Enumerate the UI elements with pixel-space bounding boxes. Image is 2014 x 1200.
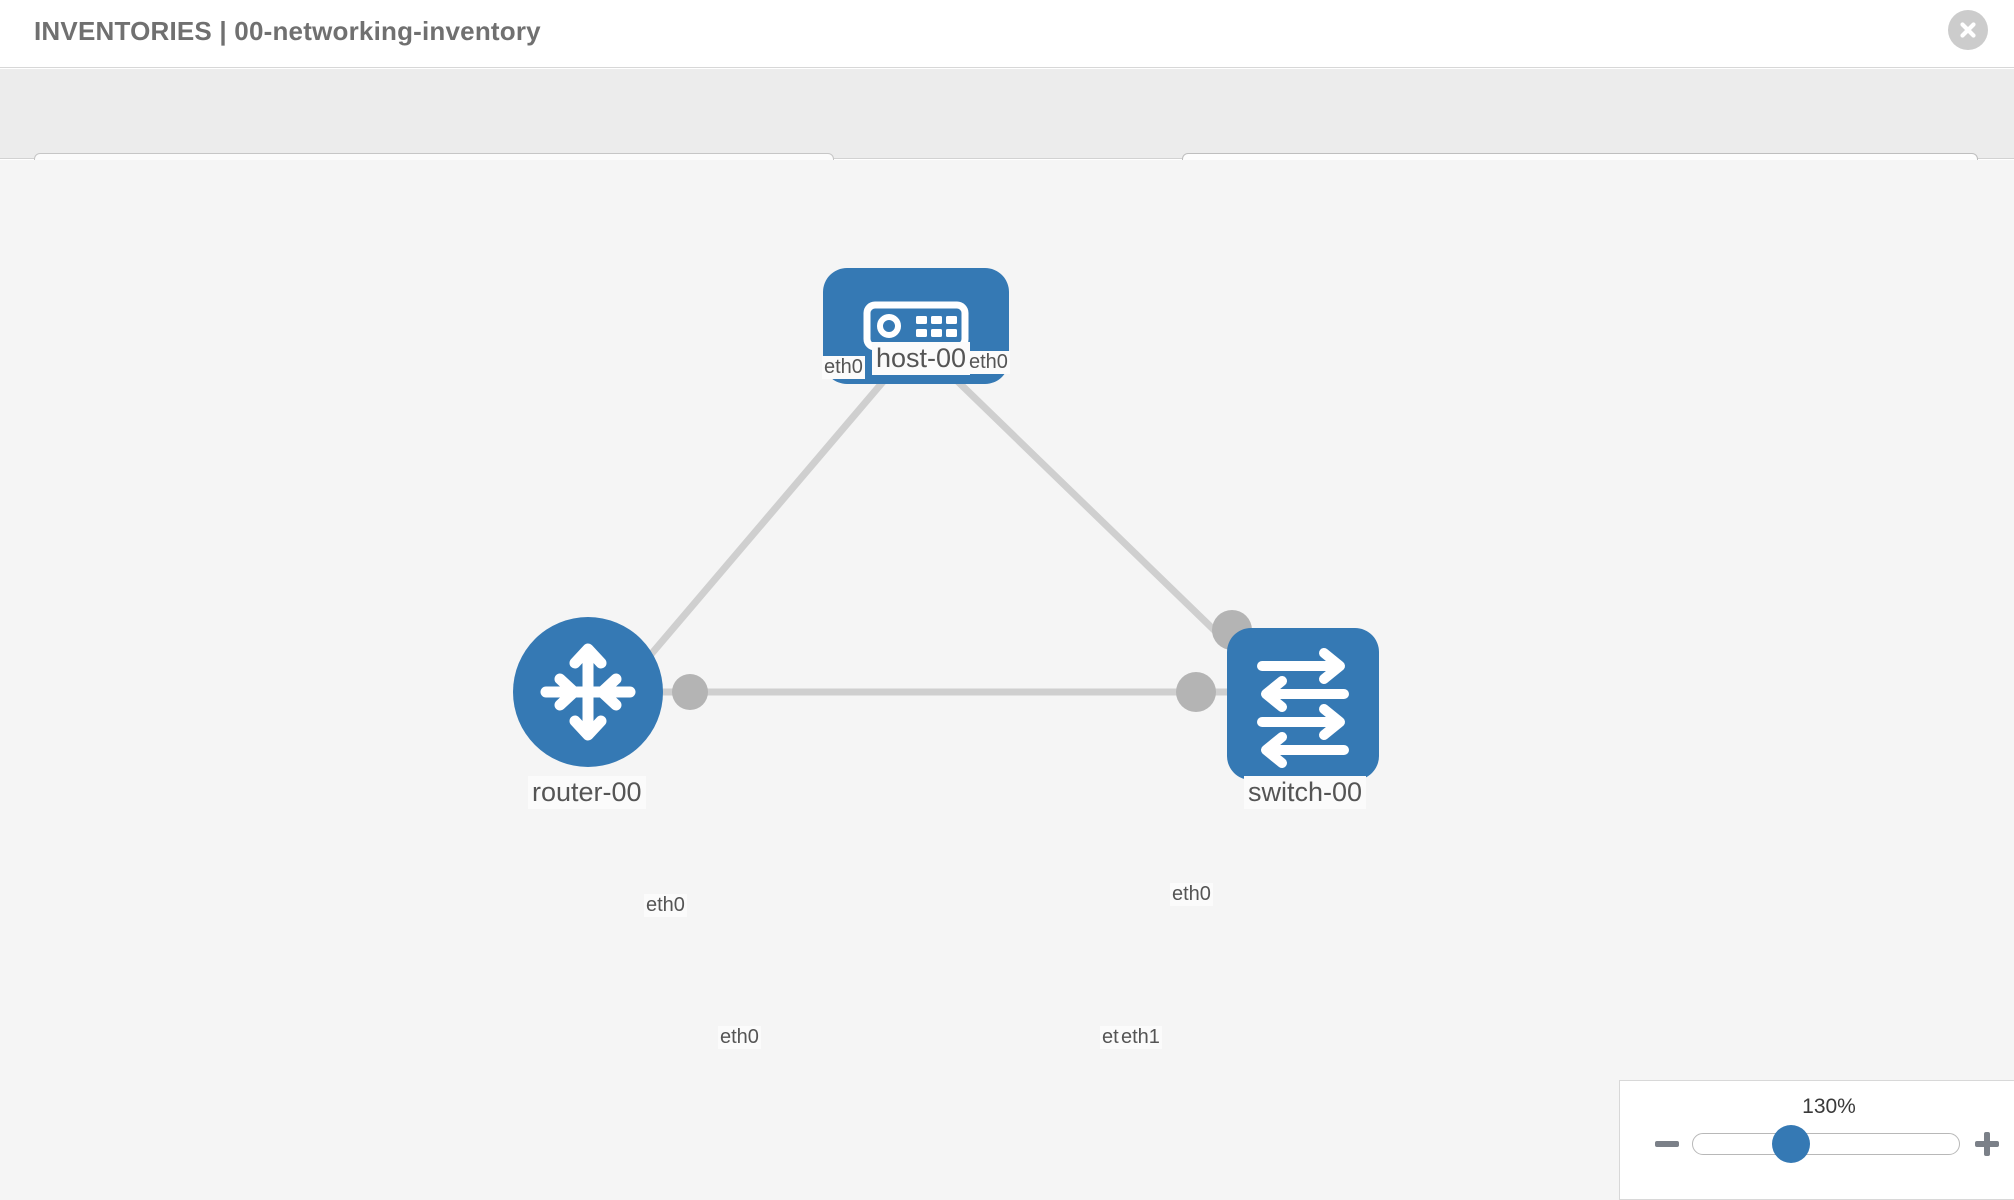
node-router-00[interactable]: [513, 617, 663, 767]
switch-arrows-icon: [1257, 648, 1349, 768]
toolbar: ACTIONS: [0, 69, 2014, 209]
close-icon[interactable]: [1948, 10, 1988, 50]
node-label-host-00: host-00: [872, 342, 971, 375]
iface-label-host-switch: eth0: [967, 351, 1010, 374]
link-host-router: [633, 367, 896, 675]
zoom-control-panel: 130%: [1619, 1080, 2014, 1200]
topology-canvas[interactable]: host-00 router-00 switch-00 eth0 eth0 et…: [0, 160, 2014, 1200]
node-label-router-00: router-00: [528, 776, 646, 809]
iface-label-switch-host: eth0: [1170, 883, 1213, 906]
minus-icon[interactable]: [1650, 1127, 1684, 1161]
port-switch-west: [1176, 672, 1216, 712]
page-header: INVENTORIES | 00-networking-inventory: [0, 0, 2014, 68]
plus-icon[interactable]: [1970, 1127, 2004, 1161]
topology-graph: [513, 268, 1379, 780]
iface-label-host-router: eth0: [822, 356, 865, 379]
node-switch-00[interactable]: [1227, 628, 1379, 780]
iface-label-router-host: eth0: [644, 894, 687, 917]
zoom-slider-track[interactable]: [1692, 1133, 1960, 1155]
port-router-east: [672, 674, 708, 710]
iface-label-switch-router: eth1: [1119, 1026, 1162, 1049]
topology-links: [633, 367, 1248, 696]
node-label-switch-00: switch-00: [1244, 776, 1367, 809]
iface-label-router-switch: eth0: [718, 1026, 761, 1049]
page-title: INVENTORIES | 00-networking-inventory: [34, 16, 541, 46]
zoom-slider-thumb[interactable]: [1772, 1125, 1810, 1163]
link-host-switch: [945, 369, 1248, 663]
zoom-level-value: 130%: [1802, 1095, 1856, 1118]
router-arrows-icon: [540, 643, 636, 741]
